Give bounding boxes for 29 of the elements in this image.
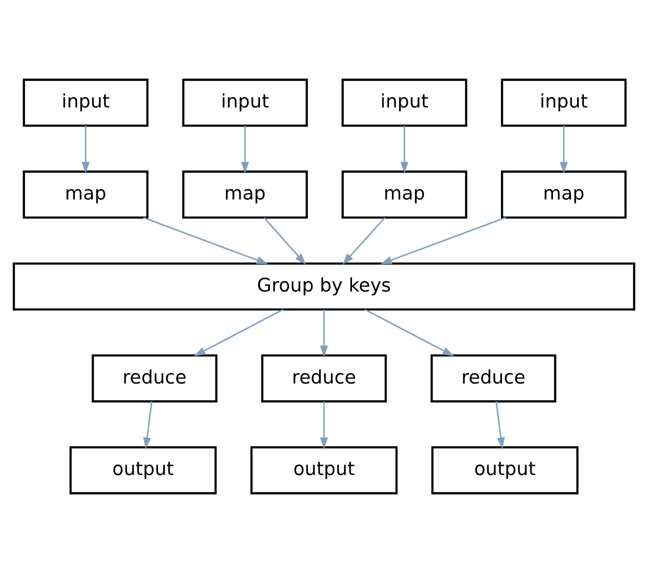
node-box: output [431,446,578,494]
arrow [143,401,152,450]
arrow [400,126,408,174]
node-box: reduce [92,354,218,402]
arrow [380,216,506,264]
arrow [364,308,454,356]
node-box: reduce [261,354,387,402]
node-box: input [500,78,627,127]
arrow [342,217,386,265]
arrow [320,401,328,450]
node-box: reduce [430,354,556,402]
node-box: map [22,170,148,219]
node-box: output [250,446,398,494]
node-box: output [70,446,217,494]
node-box: map [500,170,627,219]
node-box: map [342,170,468,219]
arrow [264,217,306,265]
node-box: map [182,170,308,219]
arrow [320,309,328,358]
node-box: input [182,78,308,127]
arrow [560,126,568,174]
arrow [82,126,90,174]
arrow [143,216,268,264]
arrow [496,401,505,450]
node-box: Group by keys [12,262,636,311]
node-box: input [342,78,468,127]
arrow [241,126,250,174]
node-box: input [22,78,148,127]
arrow [194,308,284,356]
